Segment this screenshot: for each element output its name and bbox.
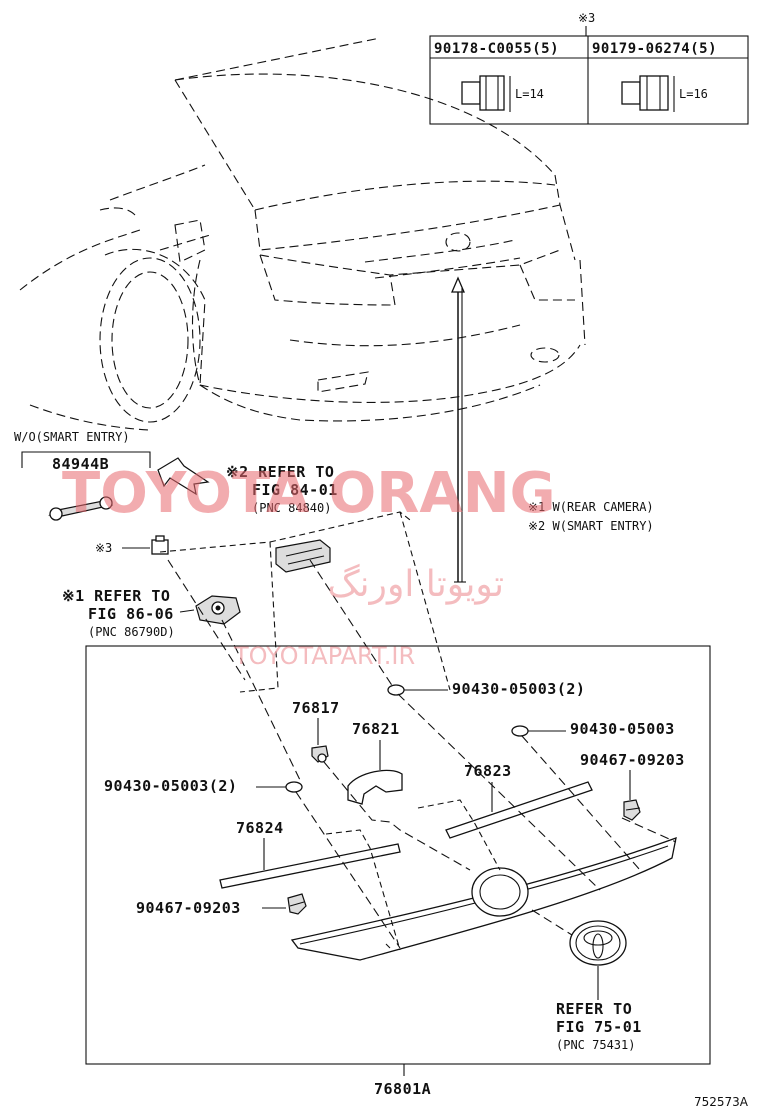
smart-entry-switch-part — [275, 539, 331, 573]
part-90430-top: 90430-05003(2) — [452, 680, 585, 698]
watermark-persian: تویوتا اورنگ — [327, 563, 504, 605]
watermark-main: TOYOTA ORANG — [62, 461, 556, 526]
ref3-line3: (PNC 75431) — [556, 1038, 635, 1052]
part-90467-left: 90467-09203 — [136, 899, 241, 917]
key-wire-part — [48, 496, 114, 521]
ref1-line3: (PNC 86790D) — [88, 625, 175, 639]
wo-smart-entry-label: W/O(SMART ENTRY) — [14, 430, 130, 444]
moulding-right-part — [445, 781, 593, 839]
ref2-line2: FIG 84-01 — [252, 481, 338, 499]
clip-icon — [623, 799, 641, 821]
fastener-table: ※3 90178-C0055(5) 90179-06274(5) L=14 L=… — [429, 11, 749, 125]
location-arrow — [451, 276, 466, 583]
garnish-main-part — [290, 836, 677, 961]
clip-icon — [285, 781, 303, 793]
part-76817: 76817 — [292, 699, 340, 717]
assembly-frame — [85, 645, 711, 1065]
part-76823: 76823 — [464, 762, 512, 780]
part-84944b: 84944B — [52, 455, 109, 473]
rear-camera-part — [195, 595, 241, 625]
car-rear-illustration — [19, 37, 586, 431]
nut-icon — [461, 75, 505, 111]
bracket-part — [347, 769, 403, 805]
diagram-id: 752573A — [694, 1095, 749, 1109]
clip-icon — [287, 893, 307, 915]
ref2-line3: (PNC 84840) — [252, 501, 331, 515]
fastener-length-1: L=14 — [515, 87, 544, 101]
part-76824: 76824 — [236, 819, 284, 837]
pointer-arrow-icon — [157, 457, 210, 496]
part-90467-right: 90467-09203 — [580, 751, 685, 769]
part-76801a: 76801A — [374, 1080, 431, 1098]
note-rear-camera: ※1 W(REAR CAMERA) — [528, 500, 654, 514]
fastener-part-1: 90178-C0055(5) — [434, 41, 559, 57]
mark3-label: ※3 — [95, 541, 112, 555]
fastener-length-2: L=16 — [679, 87, 708, 101]
part-90430-left: 90430-05003(2) — [104, 777, 237, 795]
table-note-mark: ※3 — [578, 11, 595, 25]
ref3-line2: FIG 75-01 — [556, 1018, 642, 1036]
watermark-site: TOYOTAPART.IR — [233, 642, 415, 670]
fastener-part-2: 90179-06274(5) — [592, 41, 717, 57]
ref2-line1: ※2 REFER TO — [226, 463, 334, 481]
part-90430-right: 90430-05003 — [570, 720, 675, 738]
clip-icon — [511, 725, 529, 737]
ref1-line1: ※1 REFER TO — [62, 587, 170, 605]
nut-icon — [621, 75, 669, 111]
ref3-line1: REFER TO — [556, 1000, 632, 1018]
note-smart-entry: ※2 W(SMART ENTRY) — [528, 519, 654, 533]
nut-icon — [151, 535, 169, 555]
part-76821: 76821 — [352, 720, 400, 738]
moulding-left-part — [219, 843, 401, 889]
toyota-emblem-icon — [569, 920, 627, 966]
ref1-line2: FIG 86-06 — [88, 605, 174, 623]
bolt-icon — [311, 745, 329, 763]
clip-icon — [387, 684, 405, 696]
